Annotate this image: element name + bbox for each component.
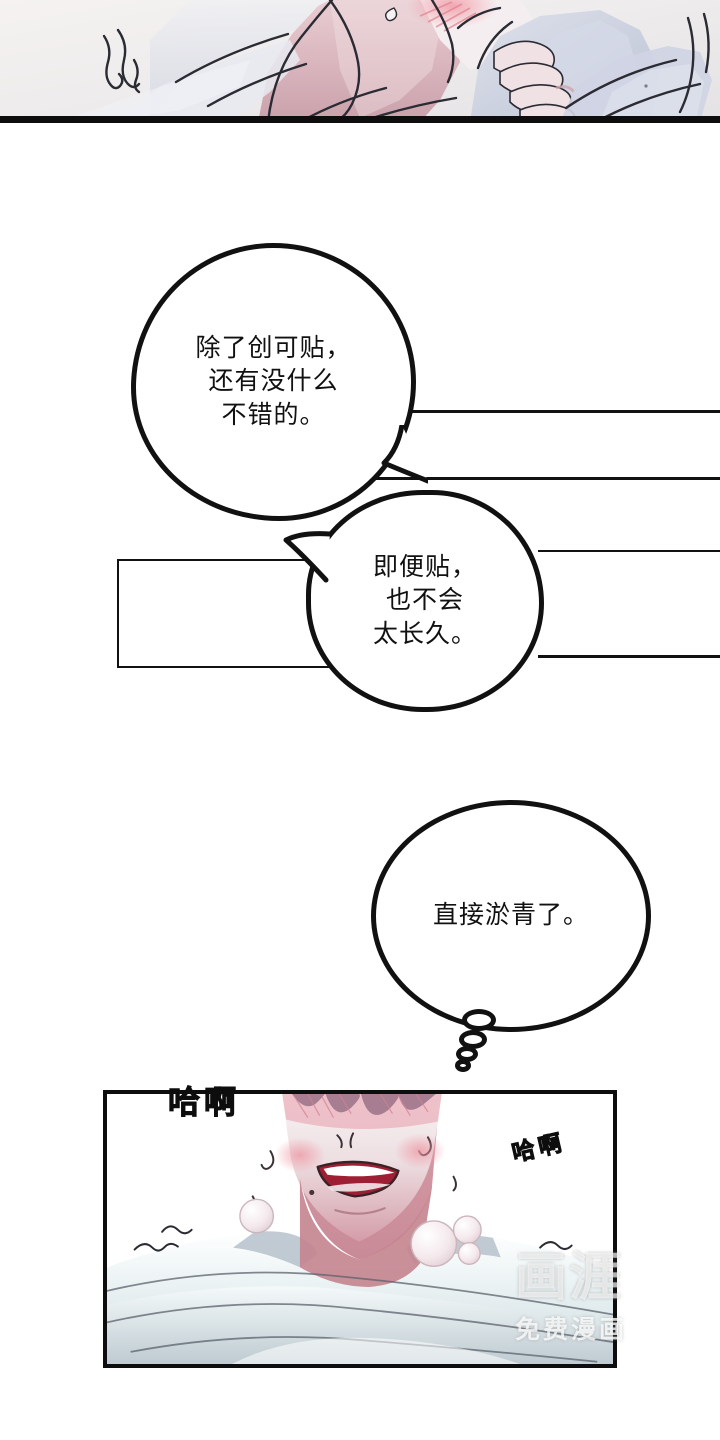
- thought-bubble-3-text: 直接淤青了。: [432, 901, 589, 930]
- speech-bubble-1-text: 除了创可贴， 还有没什么 不错的。: [195, 333, 352, 429]
- top-panel-bottom-border: [0, 116, 720, 123]
- bottom-panel-artwork: [107, 1094, 613, 1364]
- speech-bubble-2-tail: [283, 531, 330, 583]
- speed-line-1: [334, 410, 720, 413]
- speech-bubble-1: 除了创可贴， 还有没什么 不错的。: [131, 243, 416, 521]
- speed-line-2: [362, 477, 720, 480]
- thought-bubble-3: 直接淤青了。: [371, 800, 651, 1032]
- speed-line-4: [538, 655, 720, 658]
- thought-dot-1: [462, 1009, 496, 1031]
- speed-line-3: [538, 550, 720, 552]
- speech-bubble-2: 即便贴， 也不会 太长久。: [306, 490, 544, 712]
- sfx-left-text: 哈啊: [167, 1084, 241, 1121]
- thought-dot-4: [455, 1059, 471, 1072]
- top-panel: [0, 0, 720, 122]
- speech-bubble-2-text: 即便贴， 也不会 太长久。: [372, 552, 477, 648]
- top-panel-artwork: [0, 0, 720, 122]
- speech-bubble-1-tail: [381, 425, 428, 484]
- bottom-panel: [103, 1090, 617, 1368]
